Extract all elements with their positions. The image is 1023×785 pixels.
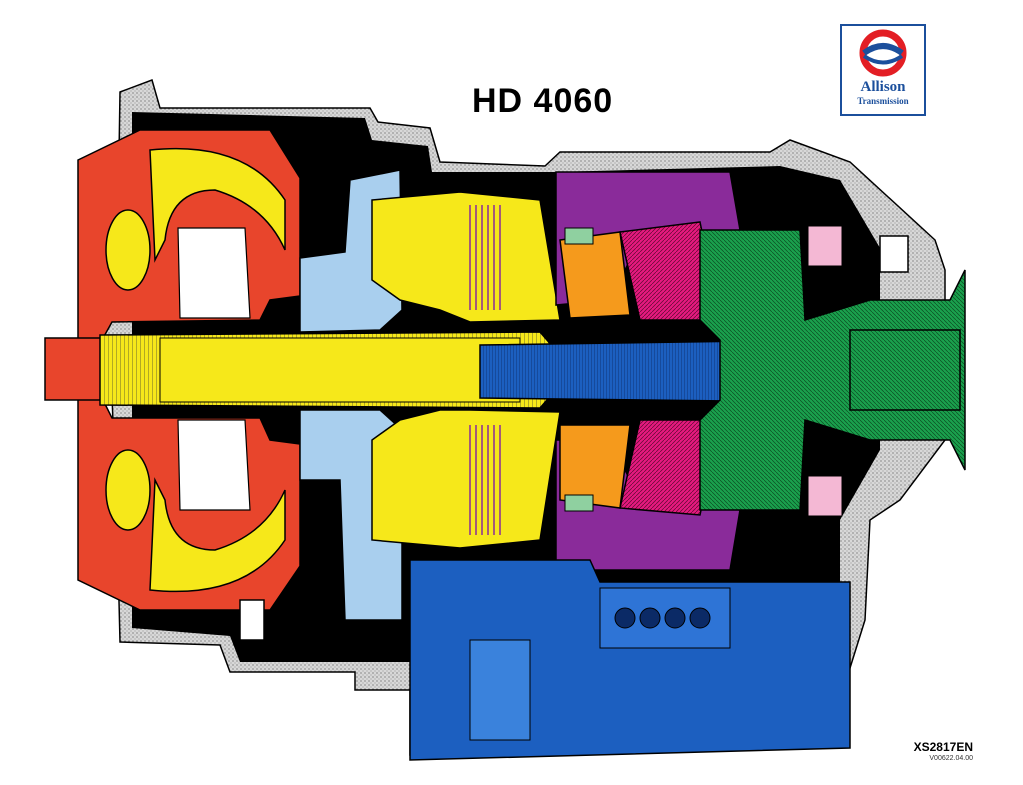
stator-lower — [177, 419, 251, 511]
accumulator-upper — [807, 225, 843, 267]
turbine-upper — [149, 147, 286, 263]
seal-lower — [564, 494, 594, 512]
input-shaft-body — [159, 337, 521, 403]
clutch-plates-c1 — [469, 205, 501, 535]
converter-hub — [44, 337, 106, 401]
version-number: V00622.04.00 — [929, 755, 973, 762]
forward-clutch-lower — [371, 409, 561, 549]
model-title: HD 4060 — [472, 82, 614, 120]
output-shaft — [849, 329, 961, 411]
logo-subtext: Transmission — [857, 96, 909, 106]
turbine-lower — [149, 477, 286, 593]
allison-logo: Allison Transmission — [840, 24, 926, 116]
planetary-1-upper — [559, 231, 631, 319]
logo-wordmark: Allison — [860, 79, 906, 95]
valve-bores — [614, 607, 711, 629]
lockup-damper-lower — [105, 449, 151, 531]
seal-upper — [564, 227, 594, 245]
output-planetary — [699, 229, 966, 511]
oil-filter — [469, 639, 531, 741]
output-sensor — [879, 235, 909, 273]
lockup-damper-upper — [105, 209, 151, 291]
planetary-2-lower — [619, 419, 721, 516]
speed-sensor — [239, 599, 265, 641]
stator-upper — [177, 227, 251, 319]
forward-clutch-upper — [371, 191, 561, 323]
allison-emblem-icon — [859, 29, 907, 77]
drawing-code: XS2817EN — [913, 740, 973, 754]
accumulator-lower — [807, 475, 843, 517]
